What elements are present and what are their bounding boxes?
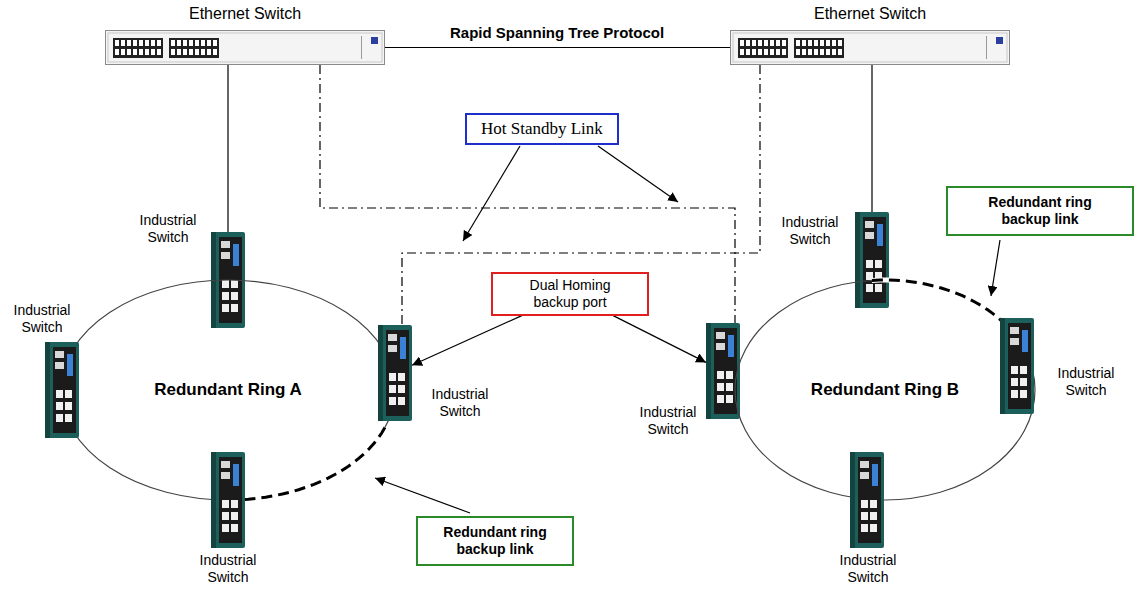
hot-standby-connector xyxy=(320,65,735,323)
industrial-switch: Industrial Switch xyxy=(378,325,412,421)
industrial-switch: Industrial Switch xyxy=(706,323,740,419)
callout-text: Dual Homing backup port xyxy=(515,277,625,311)
industrial-switch-icon xyxy=(45,342,79,438)
leader-line xyxy=(375,478,470,513)
connector xyxy=(613,316,706,363)
industrial-switch: Industrial Switch xyxy=(1000,318,1034,414)
ethernet-switch-icon xyxy=(105,30,385,65)
switch-label: Industrial Switch xyxy=(188,552,268,586)
redundant-ring: Redundant Ring B xyxy=(735,280,1035,500)
callout-box: Redundant ring backup link xyxy=(416,516,574,566)
switch-label: Industrial Switch xyxy=(1046,365,1126,399)
ring-gap xyxy=(872,280,1012,332)
switch-label: Ethernet Switch xyxy=(105,5,385,23)
industrial-switch: Industrial Switch xyxy=(45,342,79,438)
connector xyxy=(385,47,730,48)
leader-line xyxy=(991,240,1000,296)
industrial-switch-icon xyxy=(706,323,740,419)
connector xyxy=(871,65,872,212)
ring-label: Redundant Ring B xyxy=(811,380,959,400)
industrial-switch-icon xyxy=(850,452,884,548)
industrial-switch: Industrial Switch xyxy=(850,452,884,548)
industrial-switch-icon xyxy=(211,452,245,548)
edge-label: Rapid Spanning Tree Protocol xyxy=(446,24,668,41)
industrial-switch: Industrial Switch xyxy=(855,212,889,308)
industrial-switch-icon xyxy=(1000,318,1034,414)
switch-label: Industrial Switch xyxy=(828,552,908,586)
switch-label: Ethernet Switch xyxy=(730,5,1010,23)
switch-label: Industrial Switch xyxy=(128,212,208,246)
ring-gap xyxy=(231,428,385,500)
industrial-switch-icon xyxy=(855,212,889,308)
hot-standby-connector xyxy=(402,65,760,325)
switch-label: Industrial Switch xyxy=(770,214,850,248)
callout-box: Redundant ring backup link xyxy=(946,186,1134,236)
callout-box: Hot Standby Link xyxy=(465,113,619,145)
ring-label: Redundant Ring A xyxy=(154,380,302,400)
ring-backup-link xyxy=(872,280,1012,332)
ring-line xyxy=(735,280,1035,500)
connector xyxy=(227,65,228,232)
industrial-switch-icon xyxy=(378,325,412,421)
ring-line xyxy=(61,280,395,500)
switch-label: Industrial Switch xyxy=(628,404,708,438)
callout-text: Hot Standby Link xyxy=(481,119,603,139)
callout-text: Redundant ring backup link xyxy=(975,194,1105,228)
callout-box: Dual Homing backup port xyxy=(491,272,649,316)
leader-line xyxy=(463,146,520,241)
connector xyxy=(412,316,522,366)
switch-label: Industrial Switch xyxy=(2,302,82,336)
callout-text: Redundant ring backup link xyxy=(430,524,560,558)
ring-backup-link xyxy=(231,428,385,500)
ethernet-switch-icon xyxy=(730,30,1010,65)
ethernet-switch: Ethernet Switch xyxy=(730,30,1010,65)
ethernet-switch: Ethernet Switch xyxy=(105,30,385,65)
switch-label: Industrial Switch xyxy=(420,386,500,420)
leader-line xyxy=(598,146,678,202)
industrial-switch: Industrial Switch xyxy=(211,452,245,548)
